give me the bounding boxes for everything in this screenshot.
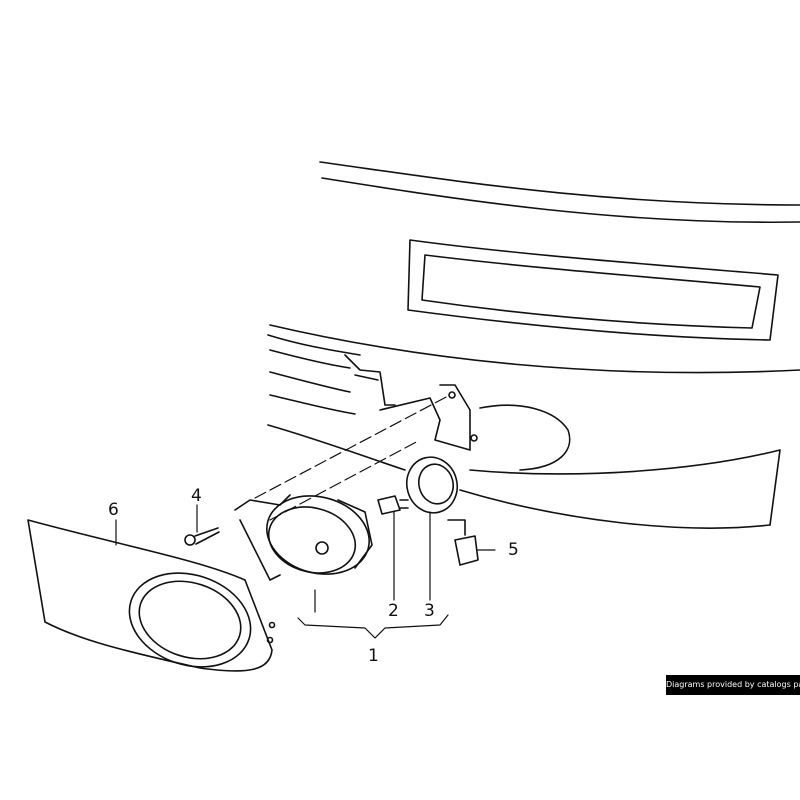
grille-opening bbox=[407, 239, 779, 341]
callout-5: 5 bbox=[508, 540, 519, 560]
callout-6: 6 bbox=[108, 500, 119, 520]
bulb bbox=[377, 495, 409, 515]
callout-4: 4 bbox=[191, 486, 202, 506]
callout-2: 2 bbox=[388, 601, 399, 621]
screw bbox=[184, 527, 220, 546]
dash-leader-lines bbox=[254, 394, 451, 521]
callout-1: 1 bbox=[368, 646, 379, 666]
fog-lamp-housing bbox=[234, 494, 373, 581]
bumper bbox=[267, 161, 800, 529]
connector bbox=[447, 519, 479, 566]
callout-3: 3 bbox=[424, 601, 435, 621]
callout-leaders bbox=[115, 504, 496, 639]
fog-lamp-bezel bbox=[27, 519, 276, 672]
mounting-bracket bbox=[344, 354, 478, 451]
attribution-badge: Diagrams provided by catalogs parts bbox=[666, 675, 800, 695]
cover-cap bbox=[405, 456, 459, 514]
